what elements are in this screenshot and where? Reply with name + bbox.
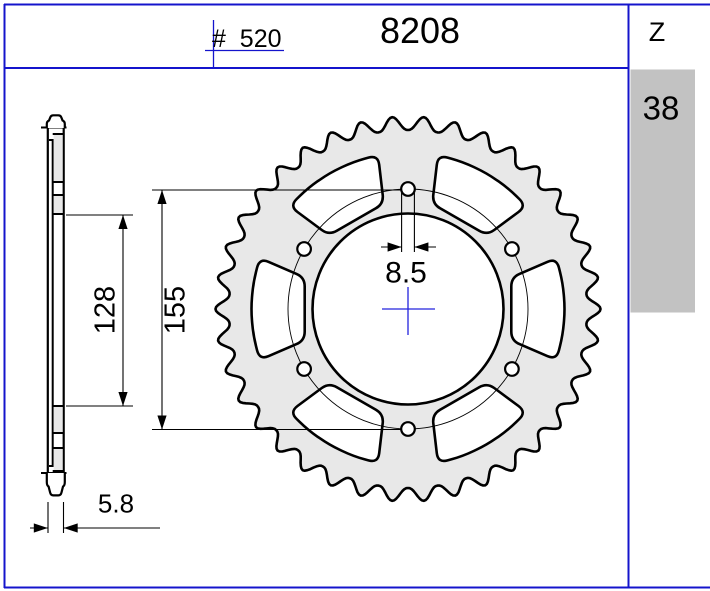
thickness-dim: 5.8 (97, 488, 135, 519)
teeth-count-value: 38 (642, 89, 680, 127)
part-number: 8208 (379, 10, 461, 51)
z-column-header: Z (648, 17, 666, 47)
chain-size-label: # 520 (212, 25, 282, 53)
inner-diameter-dim: 128 (89, 285, 122, 335)
bolt-circle-diameter-dim: 155 (159, 285, 192, 335)
bolt-hole-diameter-dim: 8.5 (385, 256, 427, 290)
